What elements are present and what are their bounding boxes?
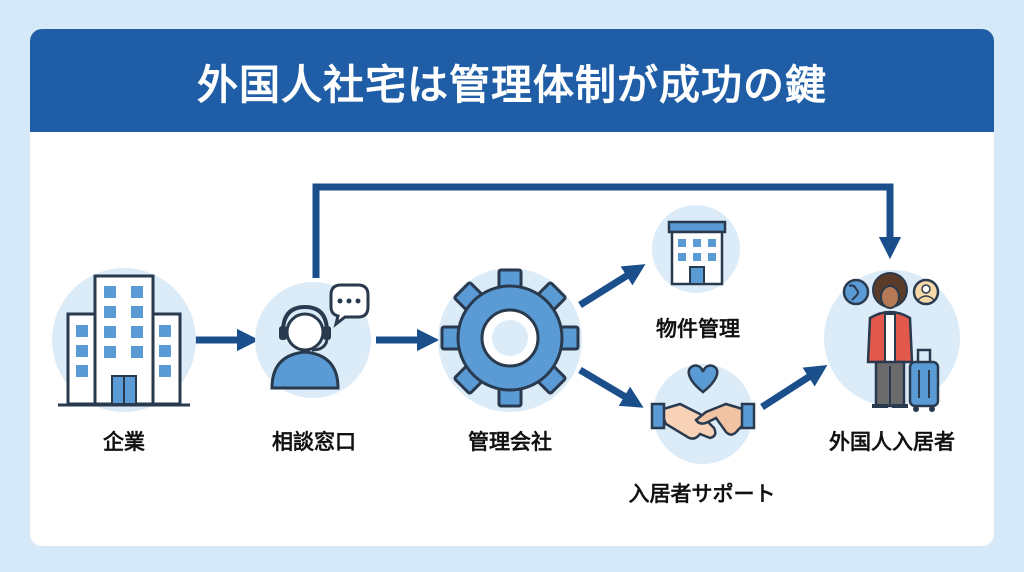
page-title: 外国人社宅は管理体制が成功の鍵 <box>197 61 827 109</box>
office-building-icon <box>58 274 190 407</box>
traveler-with-suitcase-icon <box>866 272 940 412</box>
management-company-node <box>438 268 582 412</box>
arrow-management-to-support <box>578 366 644 408</box>
property-management-label: 物件管理 <box>656 317 740 341</box>
company-node <box>52 268 196 412</box>
globe-icon <box>842 278 870 306</box>
foreign-resident-node <box>824 270 960 412</box>
management-company-label: 管理会社 <box>468 430 552 454</box>
gear-icon <box>440 268 580 408</box>
speech-bubble-icon <box>329 283 370 328</box>
company-label: 企業 <box>103 430 145 454</box>
arrow-support-to-resident <box>760 364 828 410</box>
foreign-resident-label: 外国人入居者 <box>829 430 955 454</box>
title-banner: 外国人社宅は管理体制が成功の鍵 <box>30 29 994 132</box>
handshake-heart-icon <box>650 364 756 440</box>
resident-support-label: 入居者サポート <box>628 482 776 506</box>
property-management-node <box>652 205 740 293</box>
resident-support-node <box>650 364 756 464</box>
apartment-building-icon <box>667 220 727 286</box>
diagram-card: 外国人社宅は管理体制が成功の鍵 <box>30 29 994 546</box>
consultation-label: 相談窓口 <box>272 430 356 454</box>
arrow-management-to-property <box>578 264 646 308</box>
arrow-consultation-to-resident <box>312 183 902 278</box>
user-profile-icon <box>912 278 940 306</box>
headset-operator-icon <box>270 304 340 390</box>
consultation-node <box>255 282 371 398</box>
